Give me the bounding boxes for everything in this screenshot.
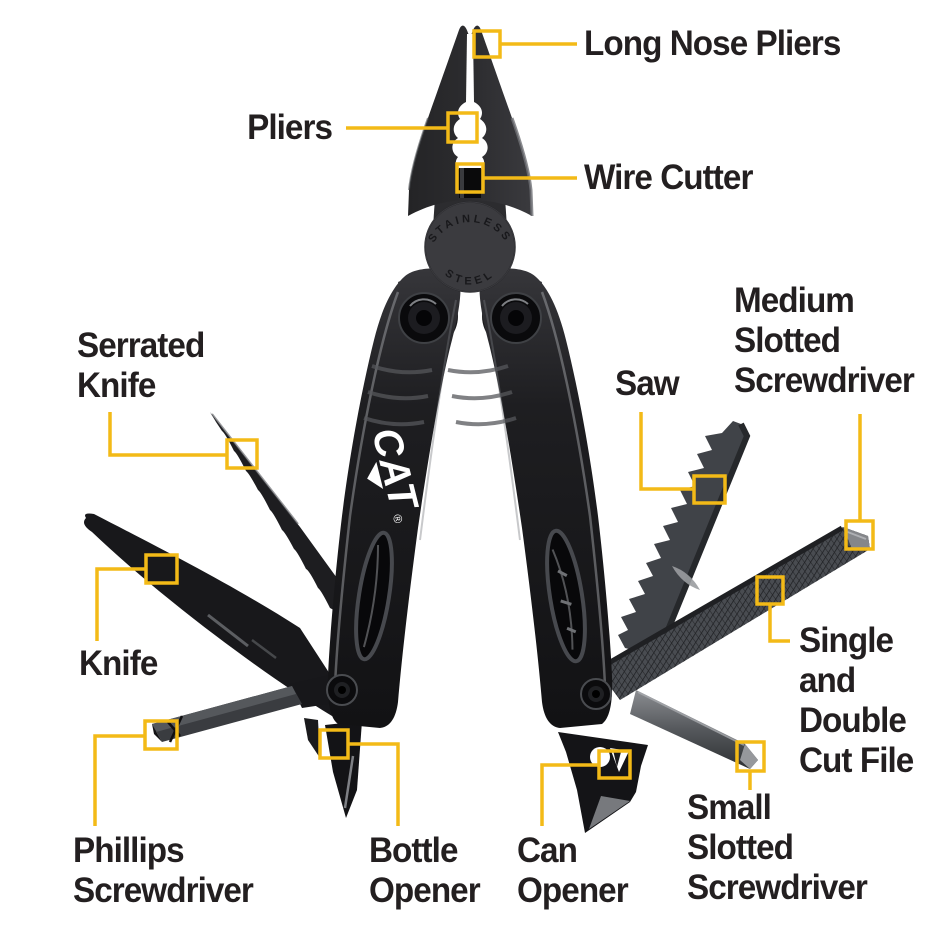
callout-box-single-double-cut-file	[755, 575, 785, 606]
callout-line-knife	[95, 567, 146, 641]
callout-box-long-nose-pliers	[472, 29, 502, 59]
label-saw: Saw	[615, 364, 680, 403]
phillips-bit	[152, 674, 342, 743]
label-long-nose-pliers: Long Nose Pliers	[584, 24, 841, 63]
label-bottle-opener: Bottle Opener	[369, 831, 481, 910]
callout-box-bottle-opener	[318, 728, 350, 760]
callout-line-saw	[639, 412, 693, 491]
label-knife: Knife	[79, 644, 158, 683]
label-phillips-screwdriver: Phillips Screwdriver	[73, 831, 254, 910]
handles: CAT ®	[326, 268, 613, 728]
label-serrated-knife: Serrated Knife	[77, 326, 205, 405]
knife-blade	[84, 513, 350, 716]
label-pliers: Pliers	[247, 108, 333, 147]
label-can-opener: Can Opener	[517, 831, 629, 910]
label-single-double-cut-file: Single and Double Cut File	[799, 621, 914, 780]
bottle-opener-tool	[304, 718, 362, 818]
callout-box-knife	[144, 553, 179, 585]
pliers-jaw-gap	[466, 34, 474, 102]
right-handle-cutout	[545, 528, 587, 664]
callout-line-serrated-knife	[108, 412, 226, 457]
pliers-jaw-serrations	[452, 102, 488, 172]
file-blade	[598, 525, 870, 700]
callouts	[93, 29, 875, 826]
label-small-slotted-screwdriver: Small Slotted Screwdriver	[687, 788, 868, 907]
left-bottom-screw	[326, 674, 358, 706]
callout-line-single-double-cut-file	[768, 605, 790, 643]
callout-box-pliers	[446, 111, 479, 144]
left-handle: CAT ®	[326, 268, 461, 728]
callout-box-serrated-knife	[225, 438, 259, 470]
left-top-screw	[398, 292, 450, 344]
saw-blade	[618, 421, 751, 652]
pivot: STAINLESS STEEL	[424, 201, 516, 293]
callout-box-phillips-screwdriver	[143, 719, 179, 751]
serrated-knife-blade	[210, 412, 352, 620]
can-opener-tool	[558, 732, 648, 833]
cat-logo-triangle	[367, 461, 384, 490]
label-wire-cutter: Wire Cutter	[584, 158, 753, 197]
right-handle	[447, 268, 613, 728]
callout-box-can-opener	[597, 749, 632, 780]
left-handle-cutout	[354, 530, 394, 662]
callout-box-saw	[692, 474, 727, 505]
label-medium-slotted-screwdriver: Medium Slotted Screwdriver	[734, 281, 915, 400]
pliers-head: STAINLESS STEEL	[408, 25, 534, 293]
registered-mark: ®	[390, 513, 406, 525]
callout-box-wire-cutter	[455, 162, 485, 194]
callout-line-can-opener	[540, 763, 598, 826]
right-top-screw	[490, 292, 542, 344]
right-bottom-screw	[580, 678, 612, 710]
small-slotted-screwdriver-tool	[630, 690, 758, 769]
callout-box-small-slotted-screwdriver	[735, 740, 766, 773]
callout-line-bottle-opener	[348, 742, 400, 826]
callout-line-phillips-screwdriver	[93, 734, 145, 826]
callout-box-medium-slotted-screwdriver	[844, 519, 875, 551]
